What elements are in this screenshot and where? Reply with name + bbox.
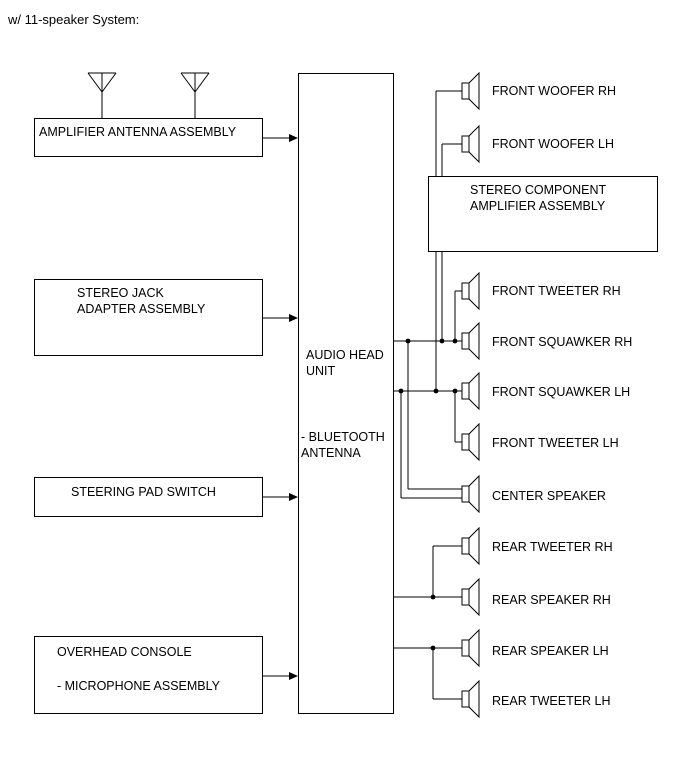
speaker-icon	[461, 679, 480, 719]
bluetooth-label-line1: - BLUETOOTH	[301, 430, 385, 444]
speaker-label: FRONT WOOFER RH	[492, 84, 617, 98]
speaker-label: REAR TWEETER LH	[492, 694, 611, 708]
speaker-icon	[461, 271, 480, 311]
amplifier-antenna-label: AMPLIFIER ANTENNA ASSEMBLY	[39, 125, 237, 139]
speaker-icon	[461, 422, 480, 462]
speaker-label: FRONT TWEETER RH	[492, 284, 621, 298]
speaker-label: CENTER SPEAKER	[492, 489, 606, 503]
stereo-jack-box: STEREO JACK ADAPTER ASSEMBLY	[34, 279, 263, 356]
microphone-assembly-label: - MICROPHONE ASSEMBLY	[57, 679, 220, 693]
stereo-amplifier-box: STEREO COMPONENT AMPLIFIER ASSEMBLY	[428, 176, 658, 252]
stereo-jack-label-line2: ADAPTER ASSEMBLY	[77, 302, 206, 316]
head-unit-label-line1: AUDIO HEAD	[306, 348, 384, 362]
steering-pad-box: STEERING PAD SWITCH	[34, 477, 263, 517]
bluetooth-label-line2: ANTENNA	[301, 446, 361, 460]
page-heading: w/ 11-speaker System:	[8, 12, 140, 27]
stereo-amplifier-label-line1: STEREO COMPONENT	[470, 183, 607, 197]
speaker-label: REAR SPEAKER RH	[492, 593, 611, 607]
speaker-icon	[461, 371, 480, 411]
speaker-icon	[461, 474, 480, 514]
speaker-label: REAR TWEETER RH	[492, 540, 613, 554]
speaker-label: FRONT SQUAWKER LH	[492, 385, 631, 399]
speaker-icon	[461, 526, 480, 566]
head-unit-label-line2: UNIT	[306, 364, 336, 378]
antenna-icon	[180, 72, 210, 118]
speaker-icon	[461, 577, 480, 617]
speaker-icon	[461, 321, 480, 361]
speaker-label: REAR SPEAKER LH	[492, 644, 609, 658]
speaker-label: FRONT SQUAWKER RH	[492, 335, 633, 349]
steering-pad-label: STEERING PAD SWITCH	[71, 485, 216, 499]
speaker-icon	[461, 124, 480, 164]
speaker-label: FRONT WOOFER LH	[492, 137, 614, 151]
antenna-icon	[87, 72, 117, 118]
speaker-label: FRONT TWEETER LH	[492, 436, 619, 450]
amplifier-antenna-box: AMPLIFIER ANTENNA ASSEMBLY	[34, 118, 263, 157]
stereo-jack-label-line1: STEREO JACK	[77, 286, 164, 300]
speaker-icon	[461, 71, 480, 111]
speaker-icon	[461, 628, 480, 668]
overhead-console-box: OVERHEAD CONSOLE - MICROPHONE ASSEMBLY	[34, 636, 263, 714]
overhead-console-label: OVERHEAD CONSOLE	[57, 645, 192, 659]
stereo-amplifier-label-line2: AMPLIFIER ASSEMBLY	[470, 199, 606, 213]
audio-head-unit-box: AUDIO HEAD UNIT - BLUETOOTH ANTENNA	[298, 73, 394, 714]
junction-dots	[398, 338, 458, 651]
